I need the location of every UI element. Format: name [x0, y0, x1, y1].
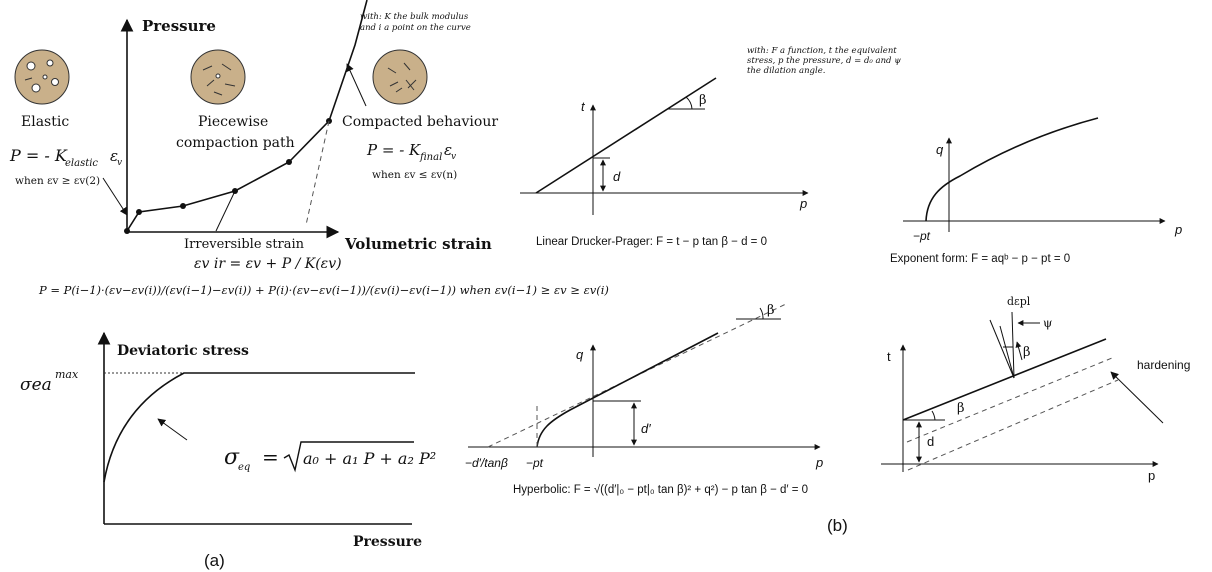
piecewise-grain-icon [191, 50, 245, 104]
hardening-beta2-arrow [1017, 342, 1022, 360]
pressure-axis-label: Pressure [142, 17, 216, 35]
sigma-eq-arrow [158, 419, 187, 440]
hyperbolic-chart: q p β d′ −d′/tanβ −pt Hyperbolic: F = √(… [465, 303, 823, 496]
compacted-grain-icon [373, 50, 427, 104]
caption-a: (a) [204, 551, 225, 570]
hardening-chart: t p β β ψ dεpl d hardening [881, 295, 1190, 483]
hardening-dash-1 [907, 358, 1112, 442]
elastic-formula-v: v [117, 158, 122, 168]
hardening-psi-label: ψ [1043, 316, 1052, 330]
panel-b-note-3: the dilation angle. [747, 66, 825, 76]
exponent-q-label: q [936, 142, 944, 157]
hardening-deps-label: dεpl [1007, 295, 1031, 308]
pressure-axis-bottom-label: Pressure [353, 534, 422, 550]
hyperbolic-q-label: q [576, 347, 584, 362]
volumetric-strain-label: Volumetric strain [344, 235, 492, 253]
linear-beta-label: β [699, 93, 707, 108]
curve-point [180, 203, 186, 209]
sigma-max-label: σea [20, 375, 52, 395]
linear-beta-arc [686, 97, 692, 109]
elastic-label: Elastic [21, 114, 69, 130]
hardening-dash-2 [908, 380, 1118, 470]
unloading-dashed-line [306, 121, 329, 225]
piecewise-label-2: compaction path [176, 135, 295, 151]
unloading-thin-line [216, 191, 235, 231]
compacted-arrow [347, 64, 366, 106]
hardening-d-label: d [927, 434, 934, 449]
hyperbolic-p-label: p [815, 455, 823, 470]
hyperbolic-caption: Hyperbolic: F = √((d′|₀ − pt|₀ tan β)² +… [513, 483, 808, 496]
elastic-formula-lhs: P = - K [9, 146, 68, 165]
compaction-chart: Pressure Volumetric strain with: K the b… [9, 0, 609, 297]
sigma-max-sup: max [55, 368, 79, 381]
hyperbolic-beta-arc [760, 308, 763, 319]
hyperbolic-left-label: −d′/tanβ [465, 456, 508, 470]
compacted-condition: when εv ≤ εv(n) [372, 169, 457, 181]
compacted-formula: P = - K final ε v [366, 141, 456, 163]
panel-b-note-2: stress, p the pressure, d = d₀ and ψ [747, 56, 901, 66]
hardening-label: hardening [1137, 358, 1190, 372]
deviatoric-chart: Deviatoric stress Pressure σea max σ eq … [20, 333, 436, 550]
elastic-condition: when εv ≥ εv(2) [15, 175, 100, 187]
exponent-pt-label: −pt [913, 229, 931, 243]
sigma-eq-equals: = [262, 445, 279, 469]
irreversible-formula: εv ir = εv + P / K(εv) [194, 256, 342, 272]
hardening-beta-arc [932, 411, 935, 420]
hardening-normal [1000, 326, 1014, 378]
elastic-formula-sub: elastic [65, 158, 98, 169]
sigma-eq-radicand: a₀ + a₁ P + a₂ P² [303, 449, 436, 468]
hyperbolic-curve [537, 333, 718, 447]
exponent-chart: q p −pt Exponent form: F = aqᵇ − p − pt … [890, 118, 1182, 265]
exponent-caption: Exponent form: F = aqᵇ − p − pt = 0 [890, 253, 1070, 265]
compacted-formula-sub: final [419, 152, 442, 163]
linear-d-label: d [613, 169, 621, 184]
hardening-beta2-label: β [1023, 345, 1031, 360]
hardening-t-label: t [887, 349, 891, 364]
linear-dp-caption: Linear Drucker-Prager: F = t − p tan β −… [536, 236, 767, 248]
exponent-p-label: p [1174, 222, 1182, 237]
elastic-grain-icon [15, 50, 69, 104]
linear-p-label: p [799, 196, 807, 211]
irreversible-label: Irreversible strain [184, 237, 305, 252]
exponent-curve [926, 118, 1098, 221]
linear-yield-line [536, 78, 716, 193]
hyperbolic-pt-label: −pt [526, 456, 544, 470]
interpolation-formula: P = P(i−1)·(εv−εv(i))/(εv(i−1)−εv(i)) + … [38, 283, 609, 297]
caption-b: (b) [827, 516, 848, 535]
bulk-modulus-note-1: with: K the bulk modulus [360, 12, 469, 22]
sigma-eq-sub: eq [238, 462, 250, 473]
bulk-modulus-note-2: and i a point on the curve [360, 23, 471, 33]
hardening-arrow [1111, 372, 1163, 423]
compacted-label: Compacted behaviour [342, 114, 498, 130]
hyperbolic-d-label: d′ [641, 421, 651, 436]
compacted-formula-v: v [451, 152, 456, 162]
deviatoric-axis-label: Deviatoric stress [117, 343, 249, 359]
elastic-formula: P = - K elastic ε v [9, 146, 122, 169]
hardening-p-label: p [1148, 468, 1155, 483]
curve-point [124, 228, 130, 234]
hardening-beta1-label: β [957, 401, 965, 416]
piecewise-label-1: Piecewise [198, 114, 268, 130]
hyperbolic-beta-label: β [767, 303, 775, 318]
panel-b-note-1: with: F a function, t the equivalent [747, 46, 897, 56]
curve-point [286, 159, 292, 165]
hardening-yield-line [903, 339, 1106, 420]
curve-point [136, 209, 142, 215]
linear-t-label: t [581, 99, 586, 114]
hardening-flow [990, 320, 1014, 378]
compacted-formula-lhs: P = - K [366, 141, 421, 159]
sigma-eq-formula: σ eq = a₀ + a₁ P + a₂ P² [224, 442, 436, 473]
elastic-arrow [103, 178, 127, 215]
linear-dp-chart: t p β d Linear Drucker-Prager: F = t − p… [520, 78, 808, 248]
hardening-vertical [1012, 312, 1014, 378]
panel-b-note: with: F a function, t the equivalent str… [747, 46, 901, 76]
